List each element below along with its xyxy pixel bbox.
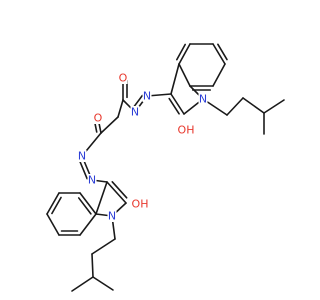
bond-a3-a4 — [212, 63, 226, 87]
bond-nl1-nl2-second — [78, 159, 88, 180]
lower-azo-nitrogen-1-label: N — [78, 150, 86, 163]
upper-hydroxyl-label-background — [178, 124, 194, 136]
lower-azo-nitrogen-1-label-background — [77, 150, 87, 162]
bond-t1-t2 — [91, 238, 116, 255]
lower-azo-nitrogen-2-label-background — [87, 174, 97, 186]
bond-b1-c3l — [95, 181, 108, 215]
bond-a5-a6 — [178, 63, 191, 87]
bond-b3-b4-second — [51, 196, 62, 215]
bond-b6-b1 — [79, 213, 97, 236]
upper-hydroxyl-label: OH — [178, 124, 195, 137]
bond-t3-t4 — [71, 276, 94, 292]
bond-s2-s3 — [242, 97, 265, 114]
lower-carbonyl-oxygen-label-background — [93, 112, 103, 124]
bond-c3u-c2u — [170, 93, 185, 115]
bond-c1-m — [117, 99, 124, 118]
lower-azo-nitrogen-2-label: N — [88, 174, 96, 187]
upper-carbonyl-oxygen-label: O — [119, 72, 128, 85]
bond-a6-a1 — [178, 43, 191, 65]
lower-hydroxyl-label: OH — [132, 198, 149, 211]
bond-lines — [46, 43, 285, 292]
upper-azo-nitrogen-2-label: N — [143, 90, 151, 103]
bond-c3u-c2u-second — [168, 97, 180, 115]
upper-azo-nitrogen-1-label-background — [130, 106, 140, 118]
bond-s1-s2 — [226, 97, 244, 116]
bond-a2-a3 — [212, 43, 226, 65]
bond-a6-c3u — [170, 63, 180, 95]
lower-hydroxyl-label-background — [132, 198, 148, 210]
bond-b4-b5 — [46, 213, 60, 236]
bond-t2-t3 — [91, 253, 94, 278]
lower-ring-nitrogen-label: N — [108, 210, 116, 223]
bond-s3-s4 — [263, 99, 285, 114]
upper-ring-nitrogen-label: N — [199, 93, 207, 106]
bond-nu2-nu1-second — [132, 94, 144, 109]
bond-t3-t5 — [92, 276, 114, 291]
bond-b1-b2-second — [77, 197, 92, 215]
upper-ring-nitrogen-label-background — [198, 93, 208, 105]
bond-c3l-c2l — [106, 181, 127, 204]
bond-b1-b2 — [79, 192, 97, 215]
bond-a6-a1-second — [176, 43, 186, 61]
lower-carbonyl-oxygen-label: O — [94, 112, 103, 125]
bond-c3l-c2l-second — [111, 181, 128, 199]
bond-m-c2 — [100, 116, 119, 134]
upper-azo-nitrogen-1-label: N — [131, 106, 139, 119]
upper-carbonyl-oxygen-label-background — [118, 72, 128, 84]
upper-azo-nitrogen-2-label-background — [142, 90, 152, 102]
bond-b3-b4 — [46, 192, 60, 215]
bond-a2-a3-second — [217, 43, 228, 61]
lower-ring-nitrogen-label-background — [107, 210, 117, 222]
